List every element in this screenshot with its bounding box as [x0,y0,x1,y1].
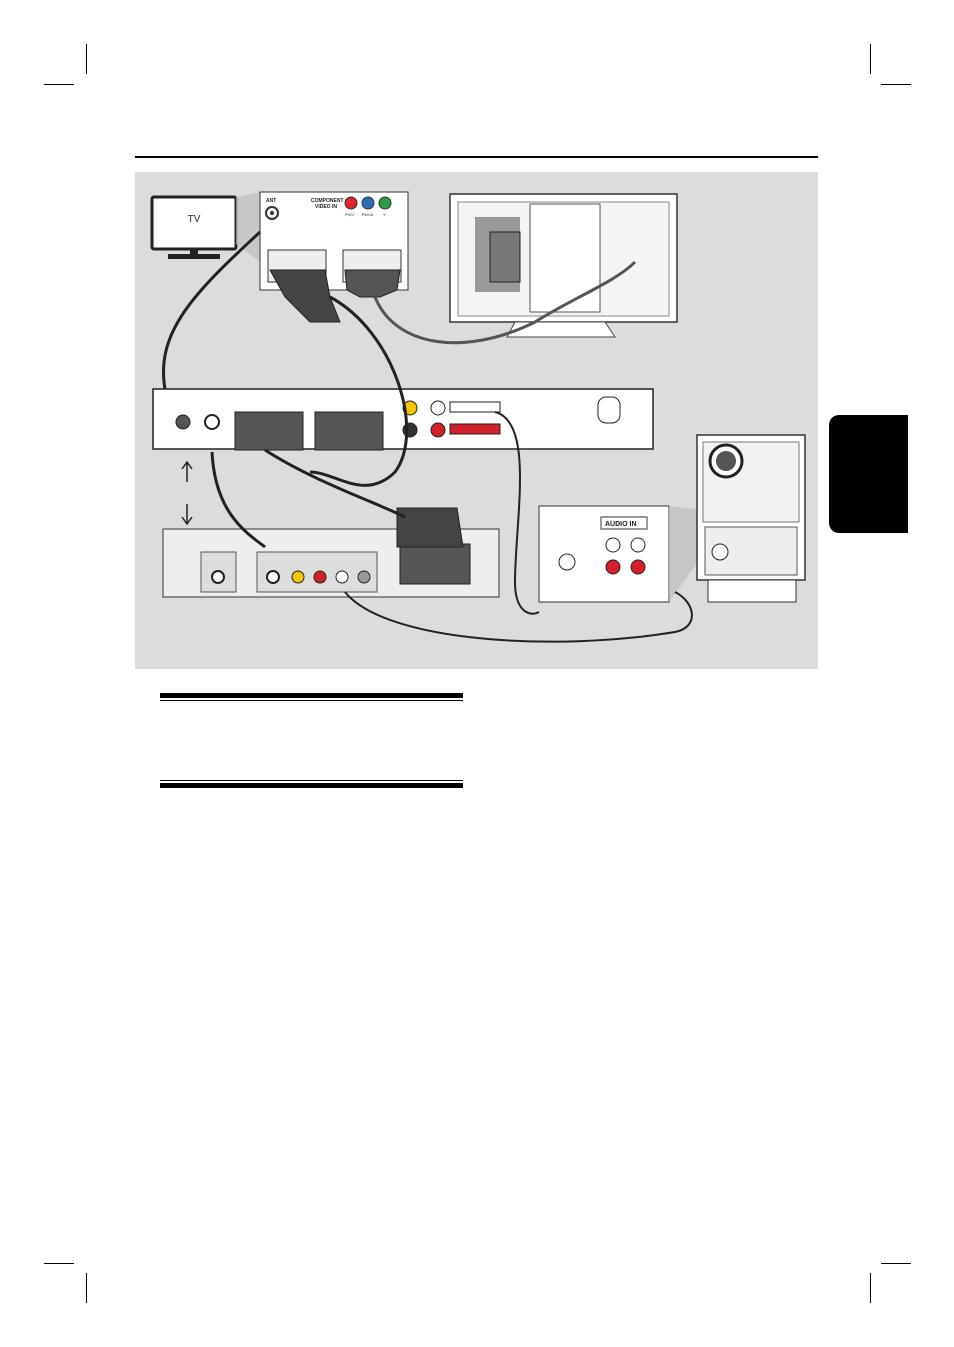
crop-mark [870,1273,871,1303]
subwoofer-audio-panel: AUDIO IN [539,506,705,602]
crop-mark [44,1263,74,1264]
set-top-box [163,508,499,597]
subwoofer [697,435,805,602]
section-heading-rule [160,693,463,701]
flat-tv-monitor [450,194,677,337]
jack-y: Y [383,212,386,217]
audio-in-label: AUDIO IN [605,521,637,528]
crop-mark [86,44,87,74]
crop-mark [870,44,871,74]
crop-mark [881,84,911,85]
crop-mark [44,84,74,85]
jack-pr: Pr/Cr [345,212,355,217]
connection-diagram: TV ANT COMPONENT VIDEO IN Pr/Cr Pb/Cb Y [135,172,818,669]
tv-icon: TV [152,197,236,259]
tv-label: TV [188,214,201,225]
crop-mark [881,1263,911,1264]
antenna-label: ANT [266,198,276,204]
connection-illustration: TV ANT COMPONENT VIDEO IN Pr/Cr Pb/Cb Y [135,172,818,669]
language-side-tab [829,415,908,533]
component-label-2: VIDEO IN [315,204,337,210]
jack-pb: Pb/Cb [362,212,374,217]
header-rule [135,156,818,158]
crop-mark [86,1273,87,1303]
section-heading-rule [160,780,463,788]
